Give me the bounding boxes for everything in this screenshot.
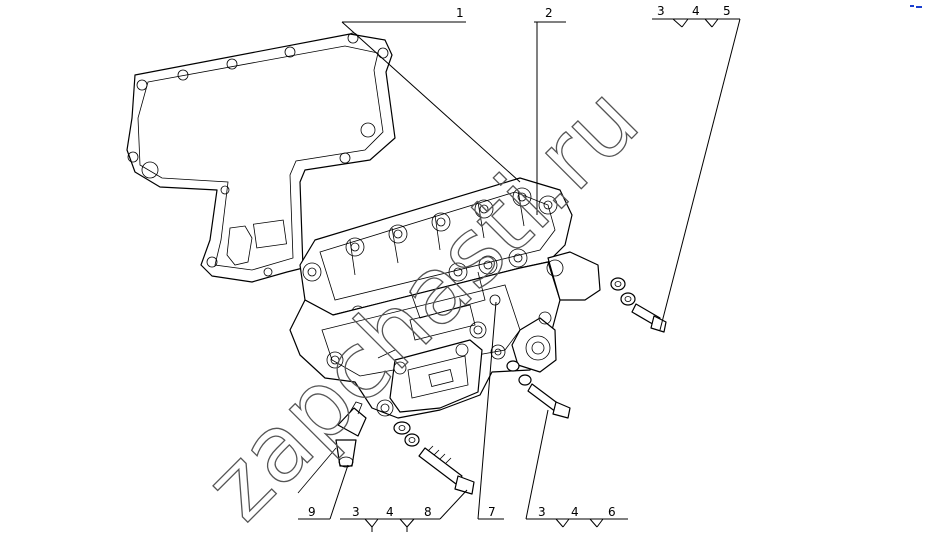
bolt-part-8 bbox=[418, 445, 475, 495]
callout-7: 7 bbox=[488, 505, 496, 519]
gasket-bolt-holes bbox=[127, 32, 389, 277]
callout-9: 9 bbox=[308, 505, 316, 519]
callout-6: 6 bbox=[608, 505, 616, 519]
callout-8: 8 bbox=[424, 505, 432, 519]
callout-4-top: 4 bbox=[692, 4, 700, 18]
callout-labels: 1 2 3 4 5 9 3 4 8 7 3 4 6 bbox=[308, 4, 731, 519]
bolt-part-5 bbox=[631, 303, 667, 333]
washer-group-top-right bbox=[610, 277, 636, 306]
corner-mark bbox=[910, 5, 922, 8]
washer-group-middle bbox=[506, 360, 532, 386]
washer-group-bottom bbox=[393, 421, 420, 447]
housing-bosses bbox=[302, 187, 558, 319]
bolt-part-6 bbox=[527, 383, 571, 419]
callout-1: 1 bbox=[456, 6, 464, 20]
callout-4-bottom-left: 4 bbox=[386, 505, 394, 519]
callout-4-bottom-right: 4 bbox=[571, 505, 579, 519]
callout-3-bottom-left: 3 bbox=[352, 505, 360, 519]
housing-part bbox=[289, 177, 601, 419]
fitting-part-9 bbox=[297, 401, 367, 494]
callout-5: 5 bbox=[723, 4, 731, 18]
callout-3-top: 3 bbox=[657, 4, 665, 18]
gasket-part bbox=[126, 32, 396, 283]
leader-lines bbox=[298, 18, 741, 532]
callout-3-bottom-right: 3 bbox=[538, 505, 546, 519]
callout-2: 2 bbox=[545, 6, 553, 20]
housing-ribs bbox=[349, 189, 525, 276]
